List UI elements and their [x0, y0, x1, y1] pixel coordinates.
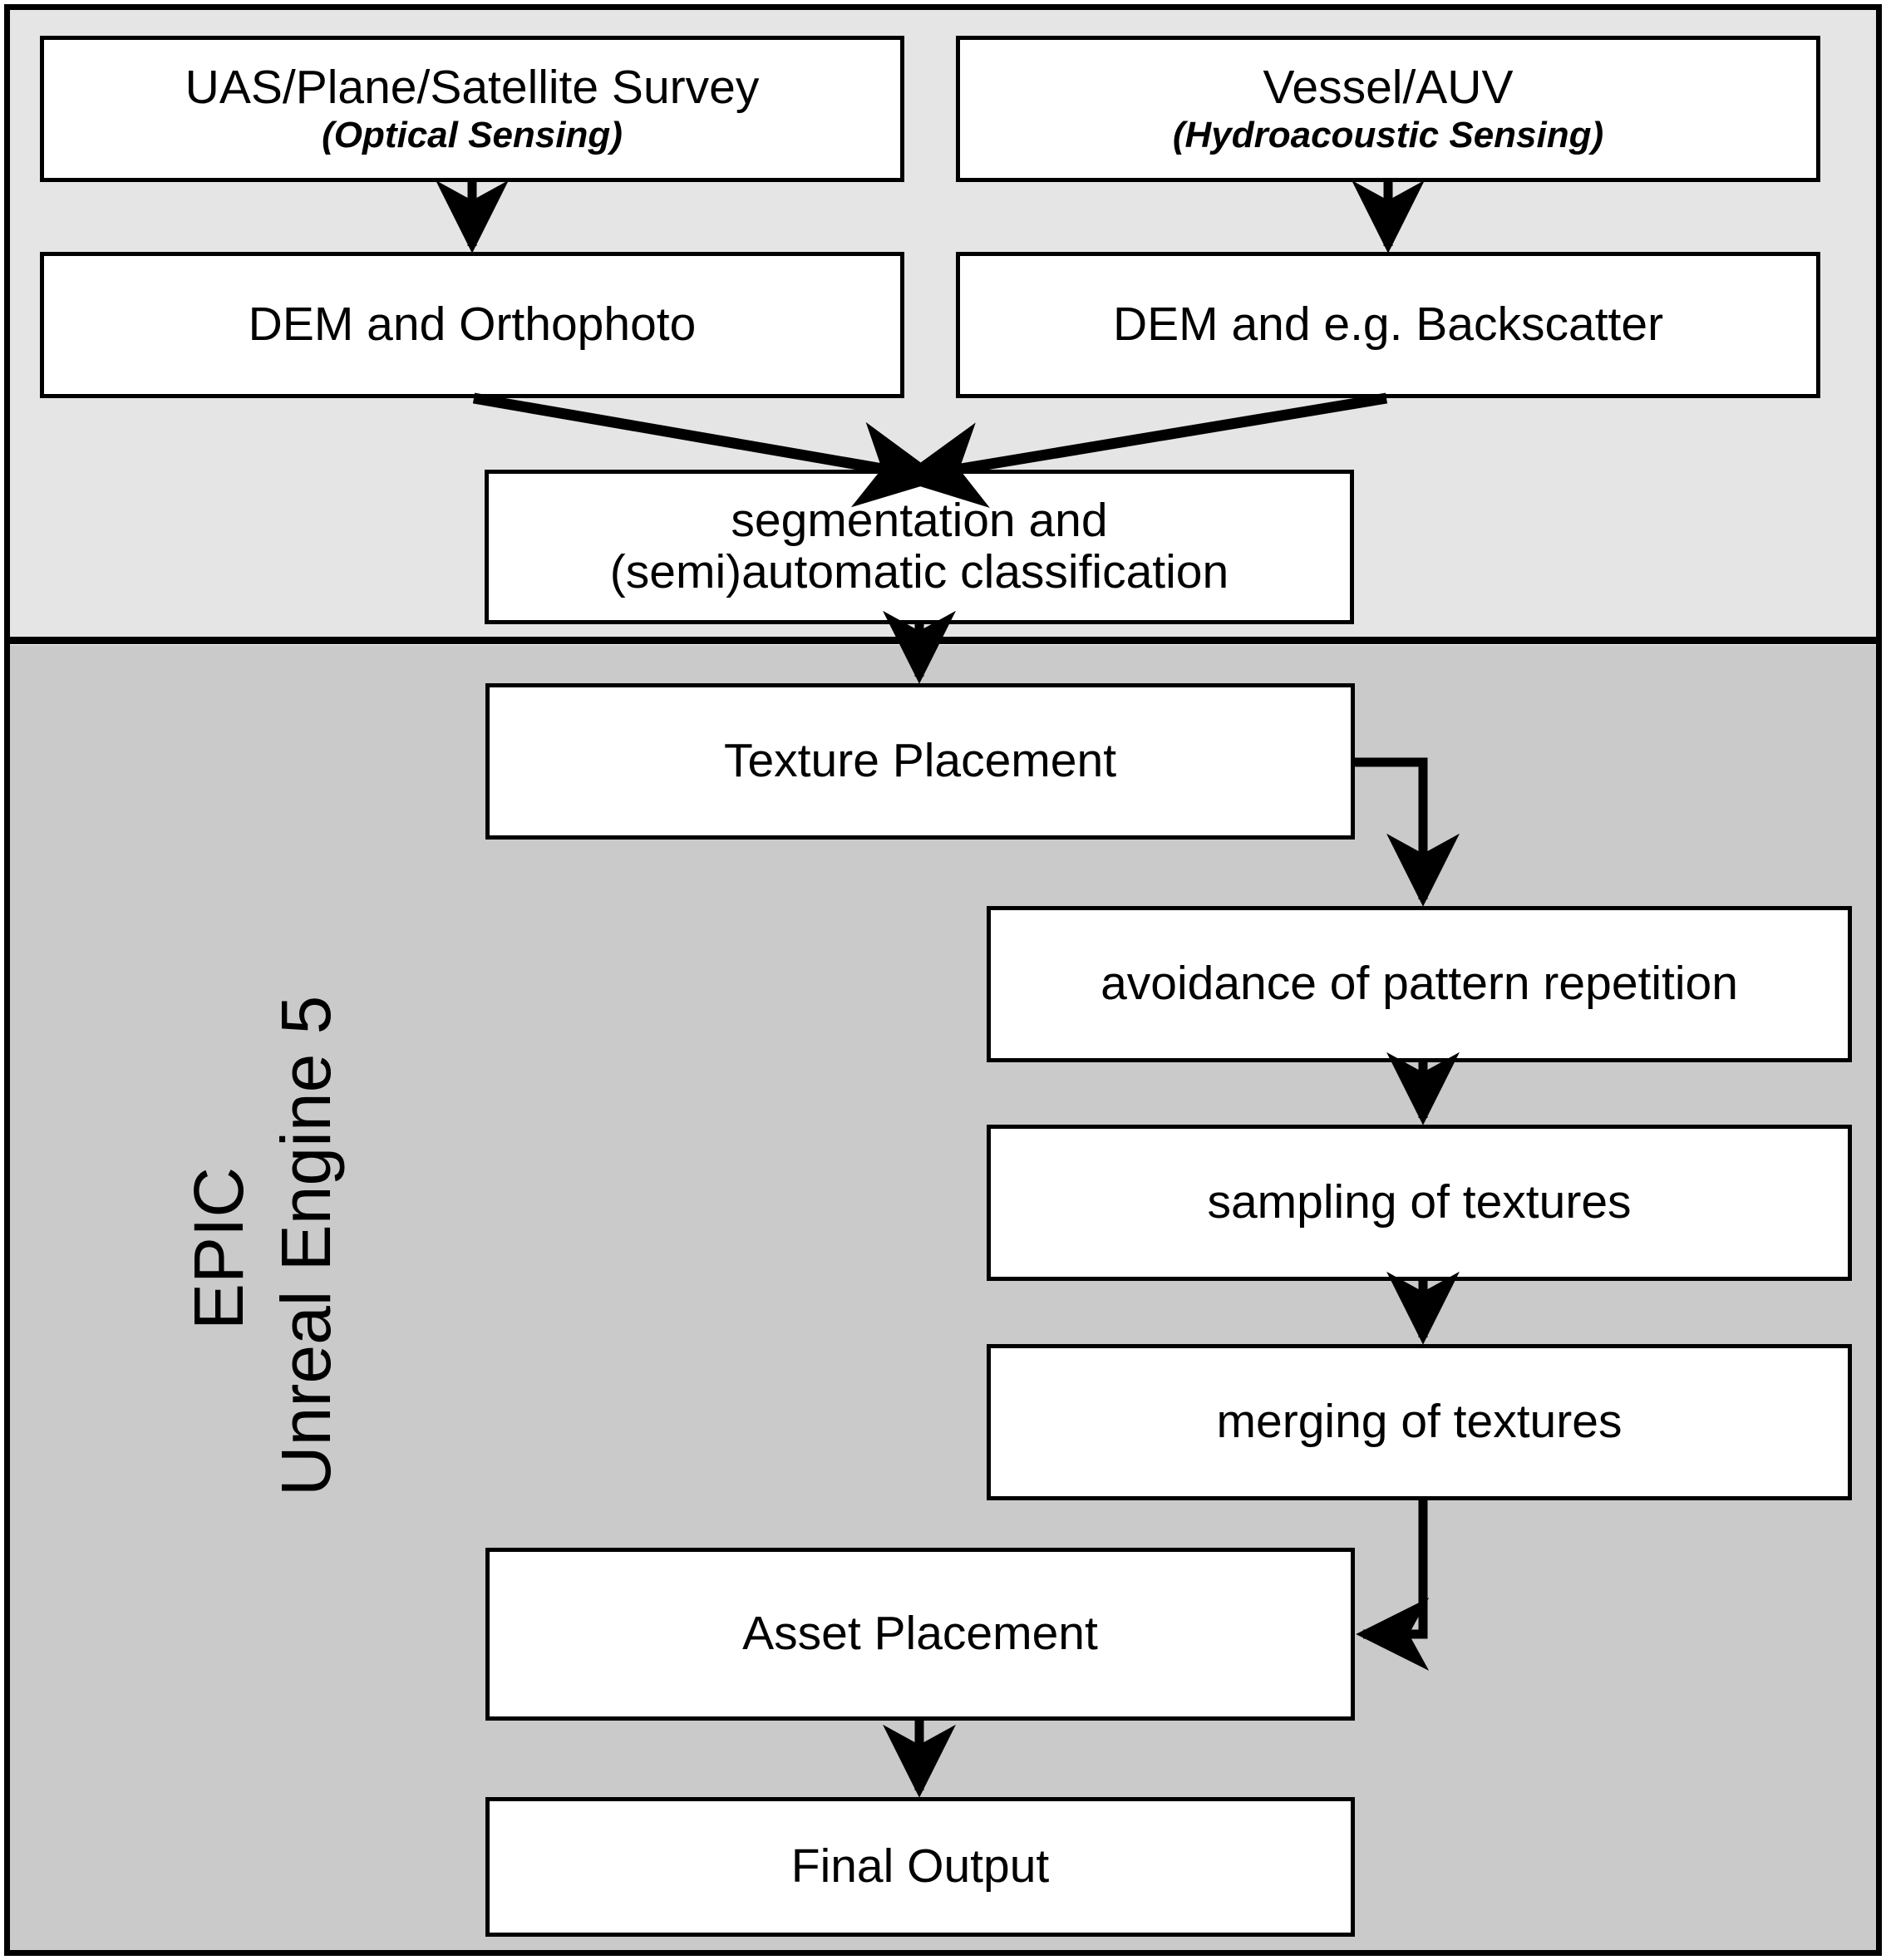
node-survey-acoustic-title: Vessel/AUV: [1263, 61, 1514, 115]
node-final-output[interactable]: Final Output: [485, 1797, 1355, 1937]
node-merging-textures-title: merging of textures: [1216, 1395, 1623, 1449]
section-label-epic: EPIC: [180, 1166, 258, 1330]
node-segmentation[interactable]: segmentation and (semi)automatic classif…: [485, 470, 1354, 624]
node-dem-orthophoto-title: DEM and Orthophoto: [248, 298, 697, 352]
node-dem-orthophoto[interactable]: DEM and Orthophoto: [40, 252, 904, 398]
node-sampling-textures-title: sampling of textures: [1207, 1175, 1632, 1229]
node-merging-textures[interactable]: merging of textures: [987, 1344, 1852, 1500]
node-pattern-repetition-title: avoidance of pattern repetition: [1101, 957, 1738, 1011]
node-dem-backscatter[interactable]: DEM and e.g. Backscatter: [956, 252, 1820, 398]
node-texture-placement[interactable]: Texture Placement: [485, 683, 1355, 840]
node-segmentation-title: segmentation and: [731, 494, 1108, 548]
section-label-unreal-engine-5: Unreal Engine 5: [267, 995, 345, 1496]
node-asset-placement-title: Asset Placement: [742, 1607, 1098, 1661]
node-asset-placement[interactable]: Asset Placement: [485, 1548, 1355, 1721]
node-survey-optical-subtitle: (Optical Sensing): [322, 115, 623, 156]
node-pattern-repetition[interactable]: avoidance of pattern repetition: [987, 906, 1852, 1062]
node-survey-acoustic[interactable]: Vessel/AUV (Hydroacoustic Sensing): [956, 36, 1820, 182]
node-segmentation-line2: (semi)automatic classification: [609, 545, 1229, 598]
node-final-output-title: Final Output: [790, 1839, 1050, 1894]
node-texture-placement-title: Texture Placement: [723, 734, 1117, 788]
node-survey-optical[interactable]: UAS/Plane/Satellite Survey (Optical Sens…: [40, 36, 904, 182]
node-survey-optical-title: UAS/Plane/Satellite Survey: [185, 61, 760, 115]
diagram-outer-frame: [4, 4, 1882, 1956]
node-survey-acoustic-subtitle: (Hydroacoustic Sensing): [1172, 115, 1604, 156]
node-sampling-textures[interactable]: sampling of textures: [987, 1125, 1852, 1281]
node-dem-backscatter-title: DEM and e.g. Backscatter: [1112, 298, 1664, 352]
